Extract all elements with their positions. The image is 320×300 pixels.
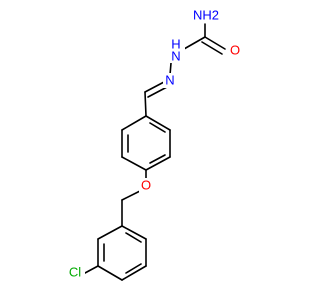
bond-ch-ring [144, 91, 147, 117]
ring2-bond-1 [121, 225, 147, 240]
bond-n-ch-2 [147, 86, 168, 98]
bond-c-o-1 [204, 36, 226, 50]
bond-n-ch-1 [144, 81, 165, 93]
bond-o-ch2 [121, 190, 141, 201]
cl-label-group: Cl [65, 264, 85, 280]
ring1-bond-3 [145, 156, 171, 171]
n-imine-label: N [165, 72, 174, 87]
o-carbonyl-label: O [230, 42, 240, 57]
cl-label: Cl [69, 264, 81, 279]
nh2-label: NH2 [193, 7, 219, 22]
ring2-bond-3 [121, 265, 147, 281]
ring1-inner-1 [149, 122, 166, 133]
molecule-structure: NH2 O N H N O Cl [65, 7, 242, 281]
o-carbonyl-label-group: O [228, 42, 242, 58]
structure-svg: NH2 O N H N O Cl [65, 7, 242, 281]
bond-ring2-cl [84, 265, 99, 274]
n-imine-label-group: N [163, 72, 177, 88]
ring2-bond-4 [97, 265, 123, 281]
bond-c-n-hydrazide [183, 36, 206, 50]
bond-c-o-2 [201, 41, 223, 55]
ring2-inner-1 [125, 232, 142, 243]
ring1-bond-4 [121, 156, 147, 171]
ring1-bond-6 [121, 115, 147, 131]
ring2-bond-6 [97, 225, 123, 240]
n-hydrazide-label-group: N H [165, 36, 185, 63]
o-ether-label: O [141, 177, 151, 192]
ring2-inner-2 [125, 263, 142, 274]
ring1-inner-2 [149, 154, 166, 164]
h-hydrazide-label: H [171, 36, 180, 51]
n-hydrazide-label: N [171, 48, 180, 63]
nh2-label-group: NH2 [193, 7, 219, 23]
o-ether-label-group: O [139, 177, 153, 193]
ring1-bond-1 [145, 115, 171, 131]
